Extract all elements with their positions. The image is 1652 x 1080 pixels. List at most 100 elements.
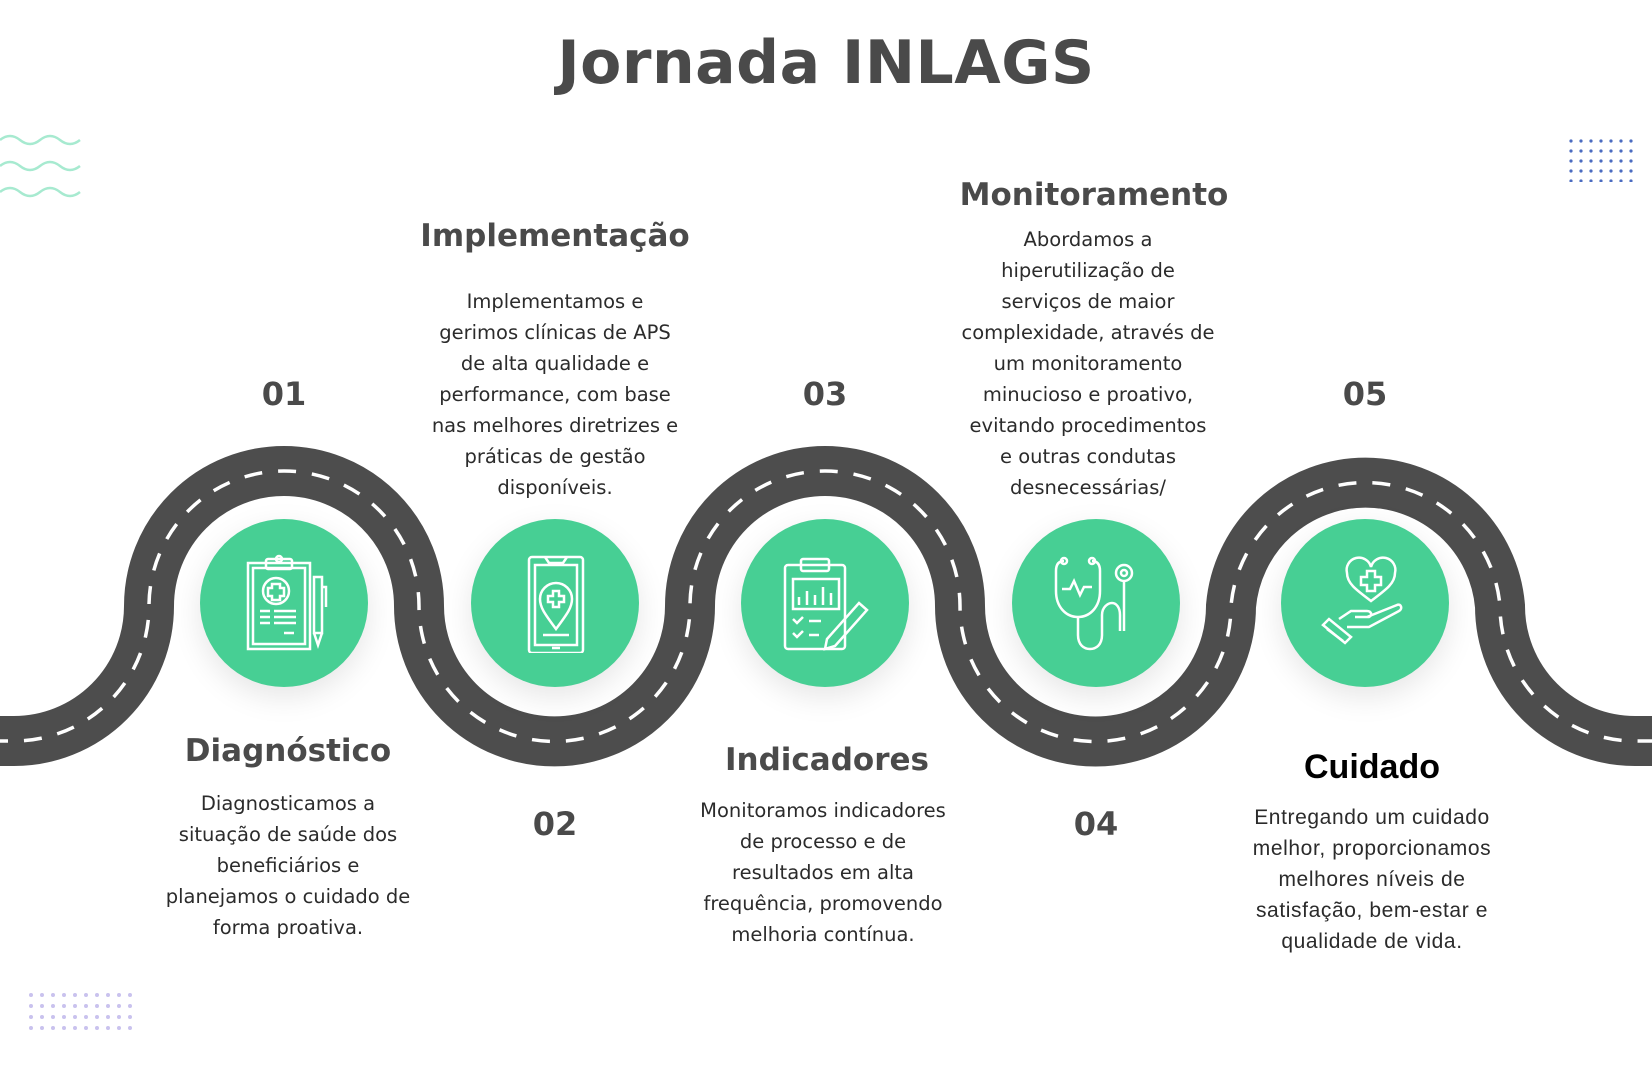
dot: [73, 993, 77, 997]
description-line: satisfação, bem-estar e: [1255, 899, 1489, 922]
dot: [106, 993, 110, 997]
dot: [40, 1026, 44, 1030]
dot: [1589, 149, 1593, 153]
description-line: beneficiários e: [216, 854, 360, 877]
description-line: serviços de maior: [1001, 290, 1175, 313]
dot: [1569, 169, 1573, 173]
description-line: Monitoramos indicadores: [700, 799, 946, 822]
dot: [62, 1004, 66, 1008]
step-5-circle: [1281, 519, 1449, 687]
clipboard-medical-icon: [246, 554, 328, 651]
dot: [106, 1026, 110, 1030]
dot: [1569, 179, 1573, 182]
description-line: frequência, promovendo: [703, 892, 943, 915]
step-4-number: 04: [1073, 805, 1119, 843]
wave-decoration: [0, 134, 81, 198]
step-2-circle: [471, 519, 639, 687]
description-line: e outras condutas: [1000, 445, 1176, 468]
description-line: melhor, proporcionamos: [1252, 837, 1492, 860]
hand-heart-icon: [1321, 556, 1403, 645]
description-line: desnecessárias/: [1010, 476, 1166, 499]
dot: [40, 1015, 44, 1019]
dots-decoration-top-right: [1569, 139, 1633, 182]
description-line: hiperutilização de: [1001, 259, 1175, 282]
dot: [1579, 159, 1583, 163]
dot: [1609, 169, 1613, 173]
description-line: disponíveis.: [497, 476, 613, 499]
dot: [1609, 149, 1613, 153]
dot: [29, 1026, 33, 1030]
description-line: planejamos o cuidado de: [165, 885, 411, 908]
dot: [1589, 179, 1593, 182]
dot: [73, 1004, 77, 1008]
stethoscope-icon: [1054, 556, 1134, 651]
dot: [117, 1004, 121, 1008]
description-line: Diagnosticamos a: [200, 792, 376, 815]
dot: [1579, 179, 1583, 182]
dot: [1629, 169, 1633, 173]
step-2-number: 02: [532, 805, 578, 843]
description-line: melhoria contínua.: [731, 923, 915, 946]
dot: [29, 1015, 33, 1019]
dot: [62, 1026, 66, 1030]
dot: [1599, 149, 1603, 153]
dot: [1579, 149, 1583, 153]
page-title: Jornada INLAGS: [557, 28, 1095, 98]
step-3-heading: Indicadores: [725, 742, 929, 778]
dot: [84, 1004, 88, 1008]
step-5-number: 05: [1342, 375, 1388, 413]
dot: [117, 1026, 121, 1030]
dot: [1589, 159, 1593, 163]
dot: [40, 1004, 44, 1008]
description-line: evitando procedimentos: [969, 414, 1207, 437]
dot: [95, 1015, 99, 1019]
description-line: um monitoramento: [993, 352, 1183, 375]
dot: [1629, 159, 1633, 163]
dot: [51, 1015, 55, 1019]
description-line: melhores níveis de: [1278, 868, 1466, 891]
dot: [1609, 159, 1613, 163]
description-line: de alta qualidade e: [460, 352, 650, 375]
dot: [1619, 169, 1623, 173]
dot: [1569, 139, 1573, 143]
dot: [1569, 149, 1573, 153]
dots-decoration-bottom-left: [29, 993, 132, 1030]
description-line: complexidade, através de: [961, 321, 1215, 344]
dot: [1589, 139, 1593, 143]
dot: [1599, 159, 1603, 163]
dot: [84, 993, 88, 997]
dot: [51, 993, 55, 997]
description-line: práticas de gestão: [464, 445, 646, 468]
dot: [84, 1026, 88, 1030]
dot: [95, 993, 99, 997]
dot: [128, 993, 132, 997]
description-line: nas melhores diretrizes e: [431, 414, 679, 437]
dot: [51, 1004, 55, 1008]
dot: [1619, 159, 1623, 163]
step-1-number: 01: [261, 375, 307, 413]
dot: [1589, 169, 1593, 173]
dot: [29, 1004, 33, 1008]
step-5-heading: Cuidado: [1304, 748, 1440, 786]
dot: [29, 993, 33, 997]
dot: [1619, 149, 1623, 153]
dot: [73, 1015, 77, 1019]
step-2-heading: Implementação: [420, 218, 690, 254]
dot: [106, 1015, 110, 1019]
description-line: performance, com base: [439, 383, 671, 406]
description-line: gerimos clínicas de APS: [439, 321, 671, 344]
phone-location-medical-icon: [527, 555, 585, 653]
dot: [128, 1004, 132, 1008]
dot: [1599, 169, 1603, 173]
dot: [84, 1015, 88, 1019]
dot: [1579, 169, 1583, 173]
dot: [117, 1015, 121, 1019]
step-1-heading: Diagnóstico: [184, 733, 392, 769]
step-1-circle: [200, 519, 368, 687]
dot: [1599, 179, 1603, 182]
clipboard-chart-icon: [783, 557, 869, 651]
